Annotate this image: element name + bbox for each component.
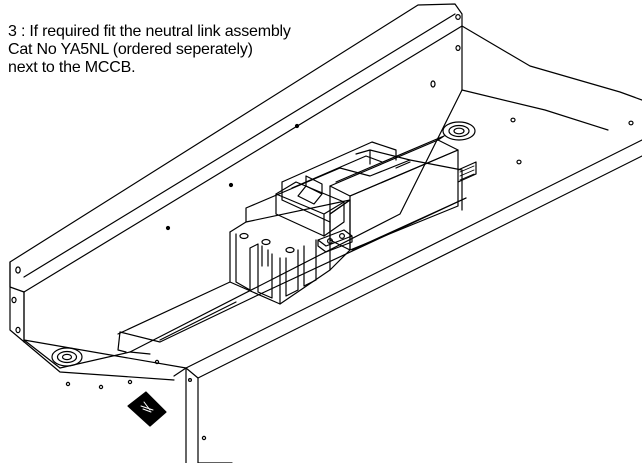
mccb-terminal-2 (262, 240, 270, 245)
mccb-pole-1 (236, 234, 272, 298)
base-plate-edge (118, 282, 230, 334)
cable-entry-left (52, 348, 82, 366)
front-wall-top (186, 140, 642, 368)
hole-floor-4 (66, 382, 69, 385)
mounting-holes (12, 15, 633, 440)
hole-right-2 (629, 121, 633, 125)
left-end-wall (10, 262, 174, 380)
right-inner-edge (462, 90, 608, 130)
neutral-link-screw-2 (340, 234, 345, 239)
earth-label (128, 392, 166, 426)
neutral-link-cover-edge (336, 136, 444, 182)
front-wall-lip (174, 368, 198, 463)
hole-floor-3 (99, 385, 102, 388)
neutral-link-rail-hatch (460, 166, 474, 180)
neutral-link-cover-side (350, 150, 458, 250)
mccb-pole-4 (304, 240, 316, 286)
mccb-handle (298, 176, 322, 204)
cable-entry-right (443, 122, 475, 140)
mccb-terminal-1 (240, 234, 248, 239)
hole-right-3 (511, 118, 515, 122)
neutral-link-busbar (318, 230, 352, 252)
back-wall-rim-inner (24, 14, 455, 277)
hole-floor-1 (155, 360, 158, 363)
hole-front-wall (202, 436, 205, 439)
neutral-link-cover-top (330, 140, 458, 196)
mccb-handle-housing-top (276, 194, 344, 236)
hole-back-top (431, 81, 435, 87)
mccb-body-top (230, 200, 350, 232)
mccb-pole-2 (262, 246, 268, 266)
hole-floor-2 (128, 380, 131, 383)
instruction-line-1: 3 : If required fit the neutral link ass… (8, 23, 291, 40)
neutral-link-cover-front (330, 186, 350, 250)
hole-back-corner-1 (456, 15, 460, 20)
neutral-link-slot (396, 162, 410, 168)
neutral-link-rail (458, 162, 476, 182)
earth-label-plate (128, 392, 166, 426)
instruction-line-2: Cat No YA5NL (ordered seperately) (8, 41, 253, 58)
hole-back-wall-3 (167, 227, 170, 230)
neutral-link-bracket (282, 142, 396, 222)
mccb-mounting-plate (246, 160, 462, 222)
cable-entries (52, 122, 475, 366)
mccb-terminal-3 (286, 248, 294, 253)
front-wall-top-inner (198, 156, 642, 378)
hole-left-end-3 (16, 327, 20, 332)
enclosure-tray (10, 4, 642, 463)
instruction-caption: 3 : If required fit the neutral link ass… (8, 23, 398, 77)
tray-floor-line-2 (130, 352, 150, 354)
neutral-link-bracket-inner (292, 156, 382, 188)
instruction-line-3: next to the MCCB. (8, 59, 136, 76)
hole-left-end-2 (12, 297, 16, 302)
hole-right-1 (517, 160, 521, 164)
mccb-pole-3 (280, 250, 298, 304)
neutral-link-assembly (282, 136, 476, 252)
mccb-breaker (230, 150, 462, 304)
hole-back-wall-1 (296, 125, 299, 128)
hole-left-end-1 (16, 267, 20, 273)
hole-front-top (189, 379, 192, 382)
hole-back-wall-2 (230, 184, 233, 187)
floor-step (118, 198, 466, 352)
right-end-wall (462, 26, 642, 100)
back-wall-rim (10, 4, 462, 292)
neutral-link-screw-1 (328, 239, 333, 244)
base-plate-outline (160, 198, 466, 340)
base-plate (118, 198, 466, 340)
tray-floor-line-1 (60, 90, 462, 368)
earth-label-symbol (141, 402, 153, 412)
hole-back-corner-2 (456, 46, 460, 51)
mccb-handle-housing (276, 182, 344, 236)
